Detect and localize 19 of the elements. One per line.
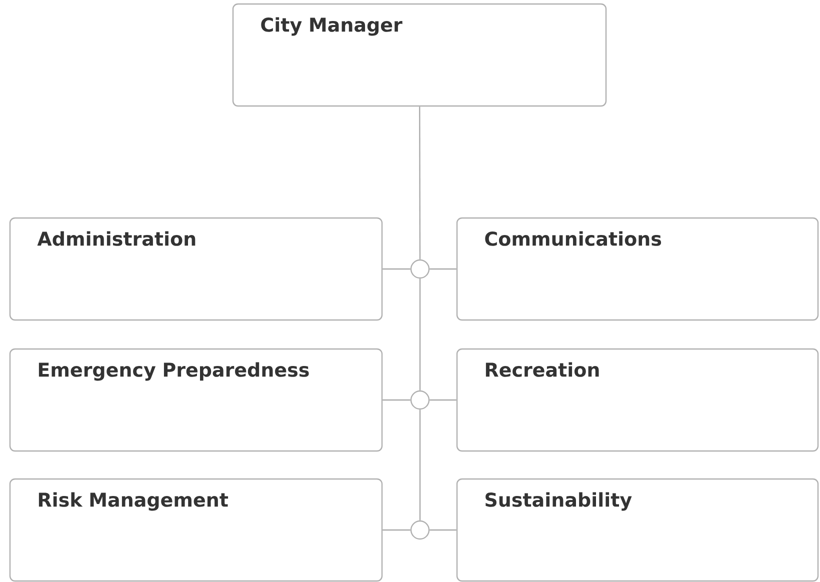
org-box: Risk Management: [9, 478, 383, 582]
junction-circle: [410, 390, 430, 410]
connector-line: [382, 268, 410, 270]
connector-line: [419, 278, 421, 390]
connector-line: [382, 529, 410, 531]
connector-line: [430, 268, 456, 270]
junction-circle: [410, 259, 430, 279]
connector-line: [430, 399, 456, 401]
org-box: Emergency Preparedness: [9, 348, 383, 452]
org-box: City Manager: [232, 3, 607, 107]
connector-line: [419, 106, 421, 260]
connector-line: [382, 399, 410, 401]
org-box: Administration: [9, 217, 383, 321]
connector-line: [430, 529, 456, 531]
connector-line: [419, 410, 421, 520]
org-box: Communications: [456, 217, 819, 321]
org-box: Sustainability: [456, 478, 819, 582]
junction-circle: [410, 520, 430, 540]
org-box: Recreation: [456, 348, 819, 452]
